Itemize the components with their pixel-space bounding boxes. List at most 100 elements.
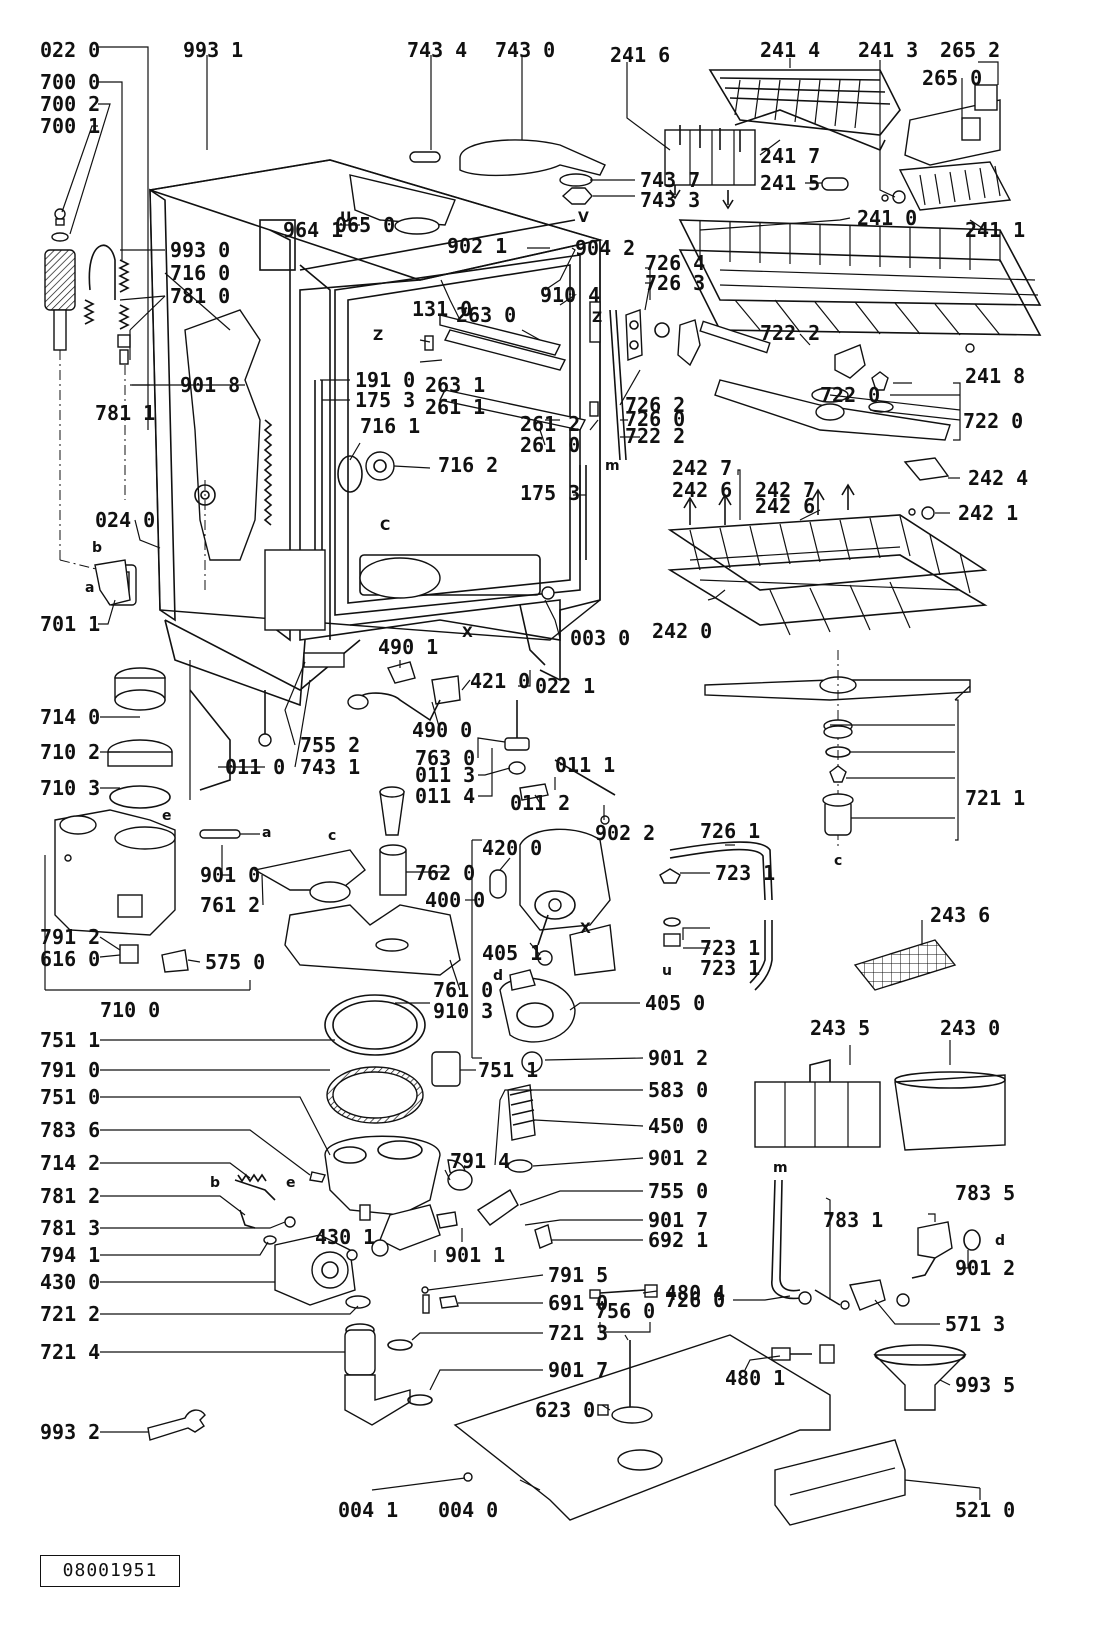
part-label: 726 2 [625,393,685,417]
filter-plate [284,904,461,976]
leader-lines [61,46,999,1500]
connection-letter: d [493,968,503,984]
connection-letter: C [380,518,390,534]
side-wall-insulation [184,309,261,561]
part-label: 761 2 [200,893,260,917]
funnel [873,1354,967,1411]
part-label: 726 0 [665,1288,725,1312]
part-label: 781 2 [40,1184,100,1208]
part-label: 716 0 [170,261,230,285]
part-label: 241 8 [965,364,1025,388]
part-label: 421 0 [470,669,530,693]
part-label: 490 1 [378,635,438,659]
part-label: 242 6 [755,494,815,518]
lower-rack-assembly [667,457,988,850]
part-label: 011 1 [555,753,615,777]
part-label: 901 1 [445,1243,505,1267]
part-label: 004 1 [338,1498,398,1522]
door-hinge-part [94,559,131,606]
motor [519,828,611,931]
door-damper-parts [44,208,131,606]
sensor-and-wiring-parts [147,661,1006,1526]
part-label: 743 4 [407,38,467,62]
part-label: 700 0 [40,70,100,94]
part-label: 781 3 [40,1216,100,1240]
part-label: 721 3 [548,1321,608,1345]
connection-letter: u [662,963,672,979]
part-label: 011 3 [415,763,475,787]
connection-letter: Z [592,310,602,326]
sump-opening [359,557,441,599]
part-label: 242 4 [968,466,1028,490]
part-label: 783 5 [955,1181,1015,1205]
part-label: 902 1 [447,234,507,258]
part-label: 241 4 [760,38,820,62]
water-softener-assembly [44,667,260,991]
part-label: 710 3 [40,776,100,800]
part-label: 756 0 [595,1299,655,1323]
part-label: 131 0 [412,297,472,321]
connection-letter: e [286,1175,296,1191]
part-label: 964 1 [283,218,343,242]
part-label: 910 4 [540,283,600,307]
part-label: 751 1 [40,1028,100,1052]
part-label: 901 8 [180,373,240,397]
connection-letter: b [210,1175,220,1191]
part-label: 901 2 [955,1256,1015,1280]
part-label: 722 0 [963,409,1023,433]
part-label: 726 3 [645,271,705,295]
part-label: 723 1 [715,861,775,885]
part-label: 241 5 [760,171,820,195]
part-label: 901 7 [548,1358,608,1382]
part-label: 726 1 [700,819,760,843]
part-label: 755 0 [648,1179,708,1203]
part-label: 763 0 [415,746,475,770]
wrench [147,1409,206,1441]
part-label: 783 6 [40,1118,100,1142]
part-label: 191 0 [355,368,415,392]
part-label: 723 1 [700,956,760,980]
part-label: 751 0 [40,1085,100,1109]
part-label: 263 1 [425,373,485,397]
part-label: 243 5 [810,1016,870,1040]
upper-rack-assembly [609,69,1042,461]
part-label: 450 0 [648,1114,708,1138]
part-label: 716 2 [438,453,498,477]
part-label: 616 0 [40,947,100,971]
part-label: 175 3 [355,388,415,412]
part-label: 430 1 [315,1225,375,1249]
part-label: 241 6 [610,43,670,67]
part-label: 781 0 [170,284,230,308]
connection-letter: b [92,540,102,556]
part-label: 791 5 [548,1263,608,1287]
connection-letter: e [162,808,172,824]
part-label: 721 1 [965,786,1025,810]
part-label: 243 6 [930,903,990,927]
part-label: 065 0 [335,213,395,237]
part-label: 265 2 [940,38,1000,62]
part-label: 011 2 [510,791,570,815]
part-label: 261 2 [520,412,580,436]
part-label: 722 2 [760,321,820,345]
part-label: 575 0 [205,950,265,974]
part-labels: 022 0 993 1 743 4 743 0 241 6 241 4 241 … [40,38,1028,1522]
part-label: 400 0 [425,888,485,912]
connection-letter: c [834,853,842,869]
part-label: 722 0 [820,383,880,407]
part-label: 716 1 [360,414,420,438]
part-label: 910 3 [433,999,493,1023]
part-label: 241 3 [858,38,918,62]
part-label: 791 4 [450,1149,510,1173]
part-label: 783 1 [823,1208,883,1232]
part-label: 743 1 [300,755,360,779]
part-label: 242 1 [958,501,1018,525]
connection-letter: m [773,1160,788,1176]
part-label: 241 1 [965,218,1025,242]
part-label: 011 4 [415,784,475,808]
part-label: 242 0 [652,619,712,643]
part-label: 242 7 [672,456,732,480]
part-label: 723 1 [700,936,760,960]
connection-letter: a [262,825,271,841]
part-label: 751 1 [478,1058,538,1082]
connection-letter: X [462,625,473,641]
